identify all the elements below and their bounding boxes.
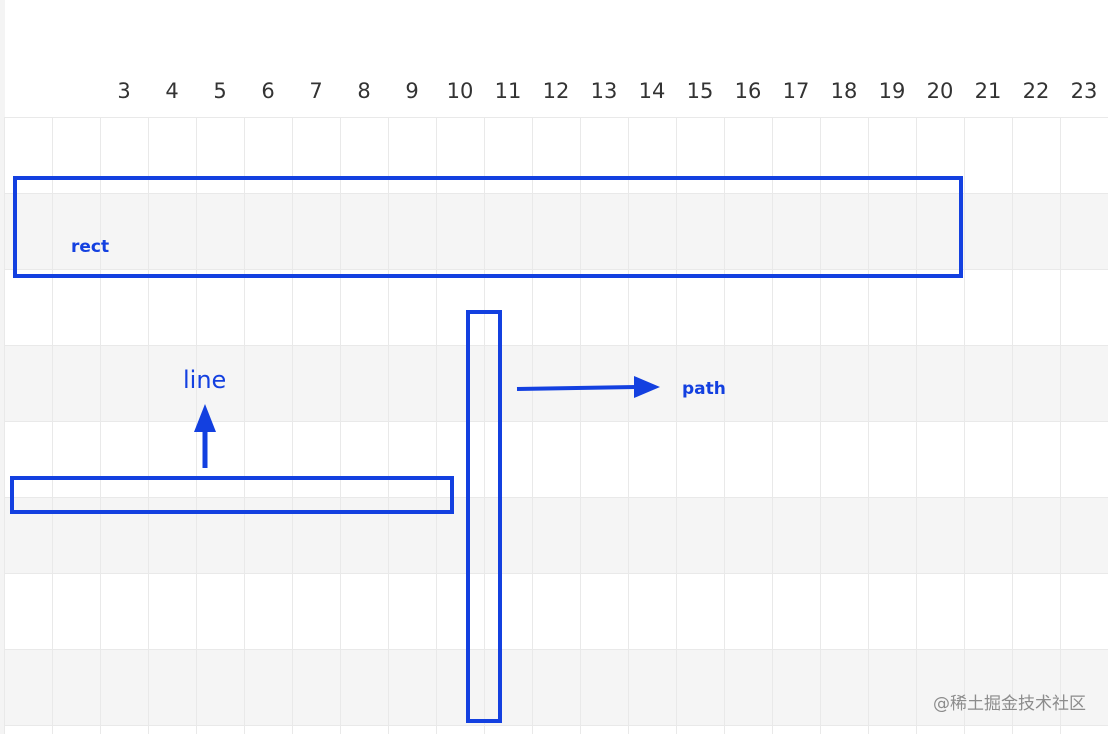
hour-label-5: 5 — [213, 79, 226, 103]
row-band — [5, 193, 1108, 269]
hour-label-23: 23 — [1071, 79, 1098, 103]
hour-label-11: 11 — [495, 79, 522, 103]
row-band — [5, 497, 1108, 573]
hour-label-21: 21 — [975, 79, 1002, 103]
hour-label-10: 10 — [447, 79, 474, 103]
line-label: line — [183, 366, 226, 394]
line-arrow-up-icon — [194, 404, 216, 432]
hour-label-7: 7 — [309, 79, 322, 103]
hour-label-20: 20 — [927, 79, 954, 103]
path-arrow-right-icon — [634, 376, 660, 398]
rect-highlight-box — [13, 176, 963, 278]
row-bands — [5, 193, 1108, 725]
hour-label-16: 16 — [735, 79, 762, 103]
hour-label-6: 6 — [261, 79, 274, 103]
hour-label-3: 3 — [117, 79, 130, 103]
rect-label: rect — [71, 237, 109, 257]
hour-label-18: 18 — [831, 79, 858, 103]
hour-label-12: 12 — [543, 79, 570, 103]
hour-label-17: 17 — [783, 79, 810, 103]
hour-label-14: 14 — [639, 79, 666, 103]
line-highlight-box — [10, 476, 454, 514]
hour-label-8: 8 — [357, 79, 370, 103]
path-label: path — [682, 379, 726, 399]
hour-label-15: 15 — [687, 79, 714, 103]
row-band — [5, 649, 1108, 725]
left-edge-strip — [0, 0, 5, 734]
path-highlight-box — [466, 310, 502, 723]
hour-label-19: 19 — [879, 79, 906, 103]
row-band — [5, 345, 1108, 421]
vertical-grid-lines — [4, 117, 1061, 734]
path-arrow-shaft — [516, 385, 637, 391]
hour-axis: 3 4 5 6 7 8 9 10 11 12 13 14 15 16 17 18 19 20 21 22 23 — [117, 79, 1097, 103]
hour-label-9: 9 — [405, 79, 418, 103]
horizontal-grid-lines — [5, 117, 1108, 726]
hour-label-22: 22 — [1023, 79, 1050, 103]
hour-label-13: 13 — [591, 79, 618, 103]
hour-label-4: 4 — [165, 79, 178, 103]
watermark: @稀土掘金技术社区 — [933, 694, 1086, 714]
